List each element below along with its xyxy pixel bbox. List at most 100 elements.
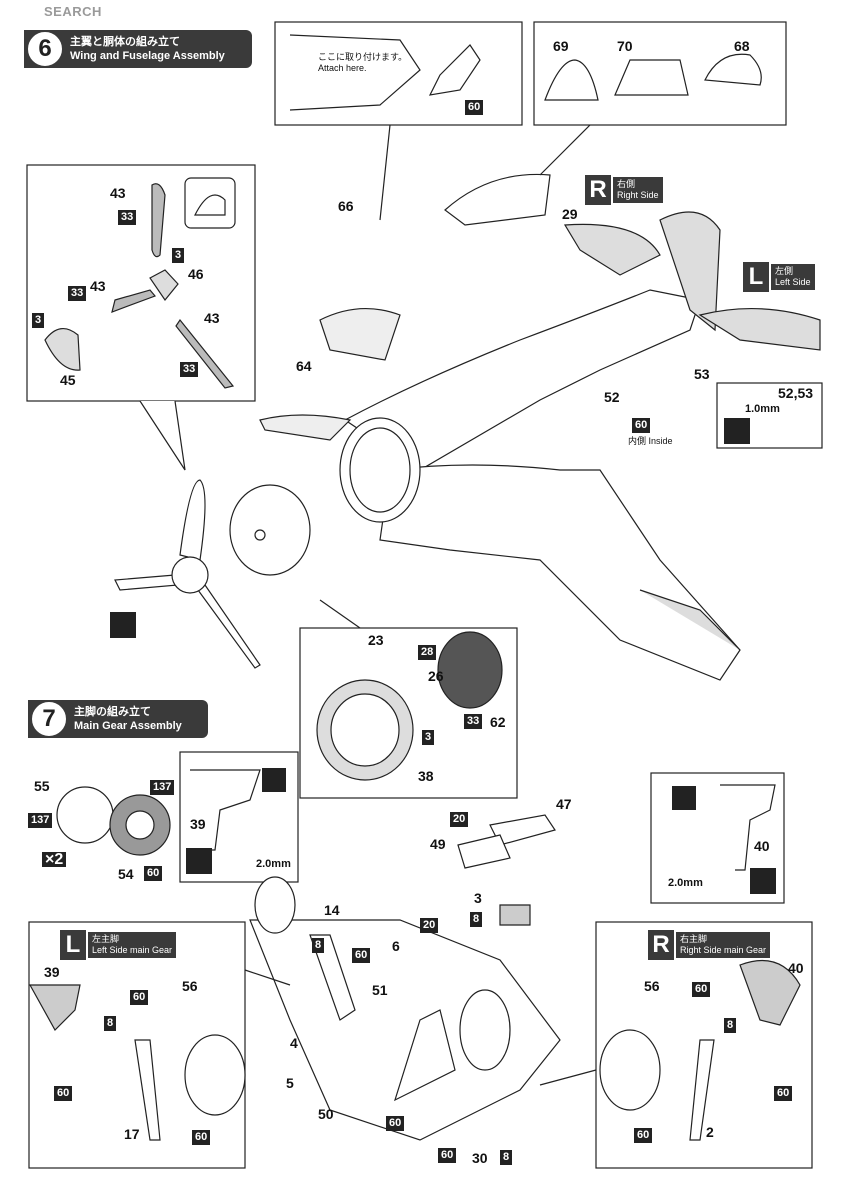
side-letter: R — [585, 175, 611, 205]
part-callout: 33 — [118, 210, 137, 225]
part-number: 14 — [324, 902, 340, 918]
step-number: 7 — [30, 700, 68, 738]
part-callout: 60 — [54, 1086, 73, 1101]
part-number: 6 — [392, 938, 400, 954]
part-number: 4 — [290, 1035, 298, 1051]
attach-note-en: Attach here. — [318, 63, 367, 73]
inside-en: Inside — [648, 436, 673, 446]
dimension-label: 1.0mm — [745, 403, 780, 415]
side-jp: 左側 — [775, 266, 794, 276]
step-6-header: 6 主翼と胴体の組み立て Wing and Fuselage Assembly — [24, 30, 252, 68]
part-number: 54 — [118, 866, 134, 882]
paint-icon — [110, 612, 136, 638]
attach-note: ここに取り付けます。 Attach here. — [318, 50, 407, 73]
part-number: 43 — [204, 310, 220, 326]
part-number: 39 — [44, 964, 60, 980]
step-number: 6 — [26, 30, 64, 68]
part-number: 43 — [110, 185, 126, 201]
part-callout: 137 — [150, 780, 175, 795]
part-number: 70 — [617, 38, 633, 54]
side-en: Left Side main Gear — [92, 945, 173, 955]
part-callout: 60 — [386, 1116, 405, 1131]
glue-icon — [262, 768, 286, 792]
part-number: 47 — [556, 796, 572, 812]
part-callout: 60 — [465, 100, 484, 115]
side-en: Left Side — [775, 277, 811, 287]
part-number: 3 — [474, 890, 482, 906]
inside-jp: 内側 — [628, 436, 647, 446]
part-number: 69 — [553, 38, 569, 54]
part-number: 62 — [490, 714, 506, 730]
part-number: 50 — [318, 1106, 334, 1122]
part-number: 49 — [430, 836, 446, 852]
part-callout: 3 — [32, 313, 45, 328]
step-title-en: Main Gear Assembly — [74, 720, 182, 732]
paint-icon — [750, 868, 776, 894]
part-callout: 33 — [180, 362, 199, 377]
part-number: 30 — [472, 1150, 488, 1166]
part-callout: 137 — [28, 813, 53, 828]
part-number: 68 — [734, 38, 750, 54]
part-number: 45 — [60, 372, 76, 388]
side-letter: L — [60, 930, 86, 960]
part-number: 29 — [562, 206, 578, 222]
part-number: 43 — [90, 278, 106, 294]
watermark-text: SEARCH — [44, 4, 102, 19]
part-callout: 60 — [692, 982, 711, 997]
part-callout: 60 — [438, 1148, 457, 1163]
step-title-en: Wing and Fuselage Assembly — [70, 50, 225, 62]
part-callout: 3 — [422, 730, 435, 745]
side-en: Right Side main Gear — [680, 945, 767, 955]
side-jp: 左主脚 — [92, 934, 120, 944]
side-letter: R — [648, 930, 674, 960]
part-callout: 20 — [420, 918, 439, 933]
glue-icon — [672, 786, 696, 810]
part-callout: 8 — [500, 1150, 513, 1165]
part-callout: 60 — [192, 1130, 211, 1145]
inside-label: 内側 Inside — [628, 434, 673, 447]
step-7-header: 7 主脚の組み立て Main Gear Assembly — [28, 700, 208, 738]
paint-icon — [186, 848, 212, 874]
paint-icon — [724, 418, 750, 444]
part-number: 55 — [34, 778, 50, 794]
multiplier-badge: ×2 — [42, 852, 67, 868]
dimension-label: 2.0mm — [256, 858, 291, 870]
part-number: 5 — [286, 1075, 294, 1091]
side-jp: 右側 — [617, 179, 636, 189]
part-callout: 60 — [632, 418, 651, 433]
side-letter: L — [743, 262, 769, 292]
propeller-detail-box — [26, 164, 256, 402]
part-callout: 28 — [418, 645, 437, 660]
side-en: Right Side — [617, 190, 659, 200]
watermark-logo: SEARCH — [4, 4, 102, 19]
part-callout: 8 — [104, 1016, 117, 1031]
part-number: 64 — [296, 358, 312, 374]
side-jp: 右主脚 — [680, 934, 708, 944]
attach-note-jp: ここに取り付けます。 — [318, 52, 408, 62]
part-number: 51 — [372, 982, 388, 998]
part-number: 46 — [188, 266, 204, 282]
part-callout: 60 — [352, 948, 371, 963]
part-callout: 60 — [144, 866, 163, 881]
dimension-label: 2.0mm — [668, 877, 703, 889]
step-title-jp: 主翼と胴体の組み立て — [70, 36, 180, 48]
part-number: 38 — [418, 768, 434, 784]
part-callout: 3 — [172, 248, 185, 263]
part-callout: 60 — [774, 1086, 793, 1101]
part-number: 40 — [754, 838, 770, 854]
part-number: 56 — [644, 978, 660, 994]
part-number: 26 — [428, 668, 444, 684]
part-callout: 60 — [634, 1128, 653, 1143]
part-callout: 60 — [130, 990, 149, 1005]
part-number: 39 — [190, 816, 206, 832]
part-number: 52,53 — [778, 385, 814, 401]
part-number: 66 — [338, 198, 354, 214]
step-title-jp: 主脚の組み立て — [74, 706, 151, 718]
part-callout: 33 — [464, 714, 483, 729]
part-number: 40 — [788, 960, 804, 976]
